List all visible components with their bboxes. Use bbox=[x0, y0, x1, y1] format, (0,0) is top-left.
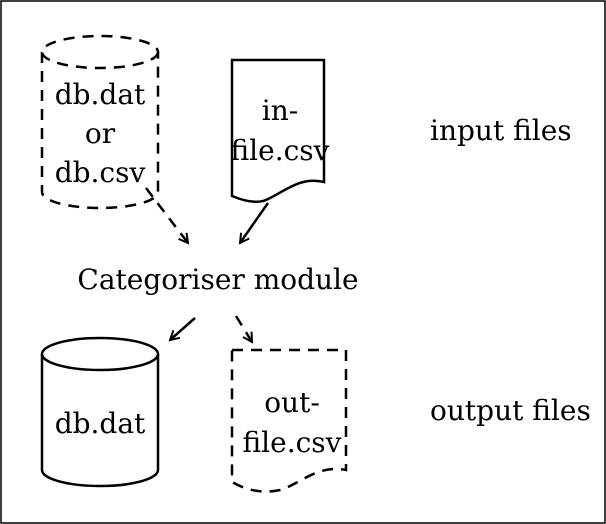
input-database-cylinder bbox=[40, 34, 160, 210]
output-file-label-line2: file.csv bbox=[243, 426, 342, 459]
output-file-label-line1: out- bbox=[264, 386, 320, 419]
arrow-db-to-module bbox=[145, 187, 188, 243]
input-files-label: input files bbox=[430, 114, 572, 147]
arrow-module-to-db bbox=[170, 317, 196, 340]
output-file-document bbox=[230, 348, 348, 493]
input-db-label-line3: db.csv bbox=[55, 156, 146, 189]
output-database-cylinder bbox=[40, 336, 160, 488]
categoriser-module-label: Categoriser module bbox=[77, 263, 358, 296]
input-file-label-line2: file.csv bbox=[231, 134, 330, 167]
arrow-infile-to-module bbox=[240, 202, 270, 243]
input-db-label-line1: db.dat bbox=[55, 78, 146, 111]
output-db-label: db.dat bbox=[55, 407, 146, 440]
input-file-document bbox=[230, 58, 326, 204]
output-files-label: output files bbox=[430, 394, 591, 427]
arrow-module-to-outfile bbox=[234, 315, 252, 342]
input-db-label-line2: or bbox=[85, 117, 116, 150]
input-file-label-line1: in- bbox=[262, 94, 298, 127]
